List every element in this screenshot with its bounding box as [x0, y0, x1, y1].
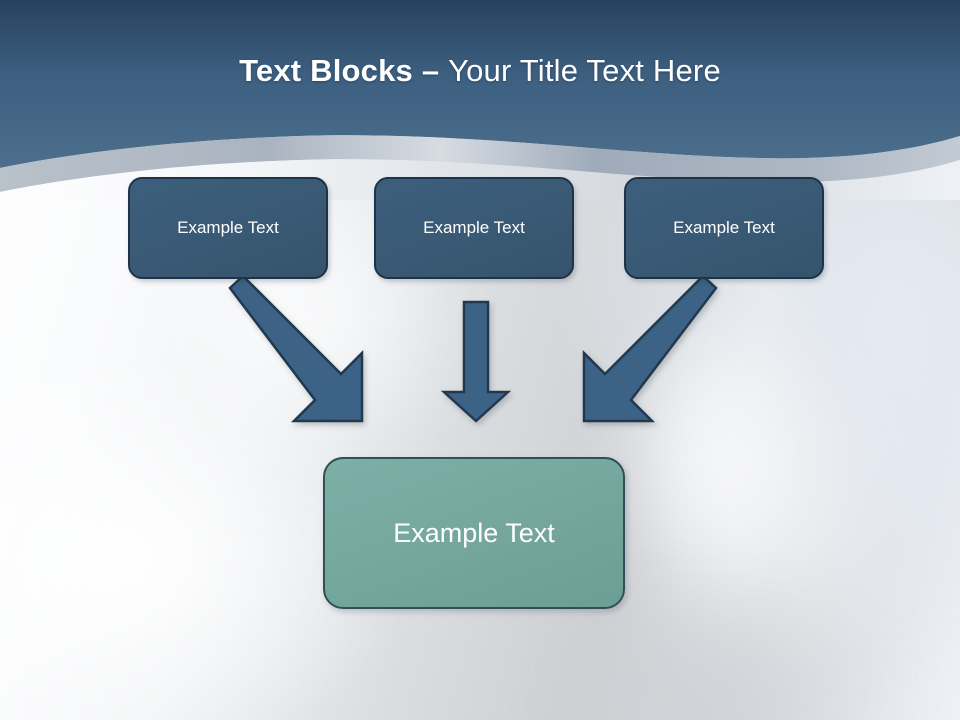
arrow-right-diagonal-icon[interactable]: [582, 274, 718, 423]
text-block-result-box[interactable]: Example Text: [323, 457, 625, 609]
text-block-box-2-label: Example Text: [423, 218, 525, 237]
text-block-result-box-label: Example Text: [393, 517, 555, 548]
page-title-separator: –: [413, 53, 449, 88]
text-block-box-3-label: Example Text: [673, 218, 775, 237]
arrow-center-vertical-icon[interactable]: [440, 300, 512, 423]
page-title: Text Blocks – Your Title Text Here: [0, 52, 960, 90]
header-curve-graphic: [0, 0, 960, 200]
slide-header: Text Blocks – Your Title Text Here: [0, 0, 960, 200]
page-title-light: Your Title Text Here: [448, 53, 721, 88]
arrow-left-diagonal-icon[interactable]: [228, 274, 364, 423]
page-title-strong: Text Blocks: [239, 53, 413, 88]
text-block-box-3[interactable]: Example Text: [624, 177, 824, 279]
text-block-box-1[interactable]: Example Text: [128, 177, 328, 279]
text-block-box-2[interactable]: Example Text: [374, 177, 574, 279]
text-block-box-1-label: Example Text: [177, 218, 279, 237]
